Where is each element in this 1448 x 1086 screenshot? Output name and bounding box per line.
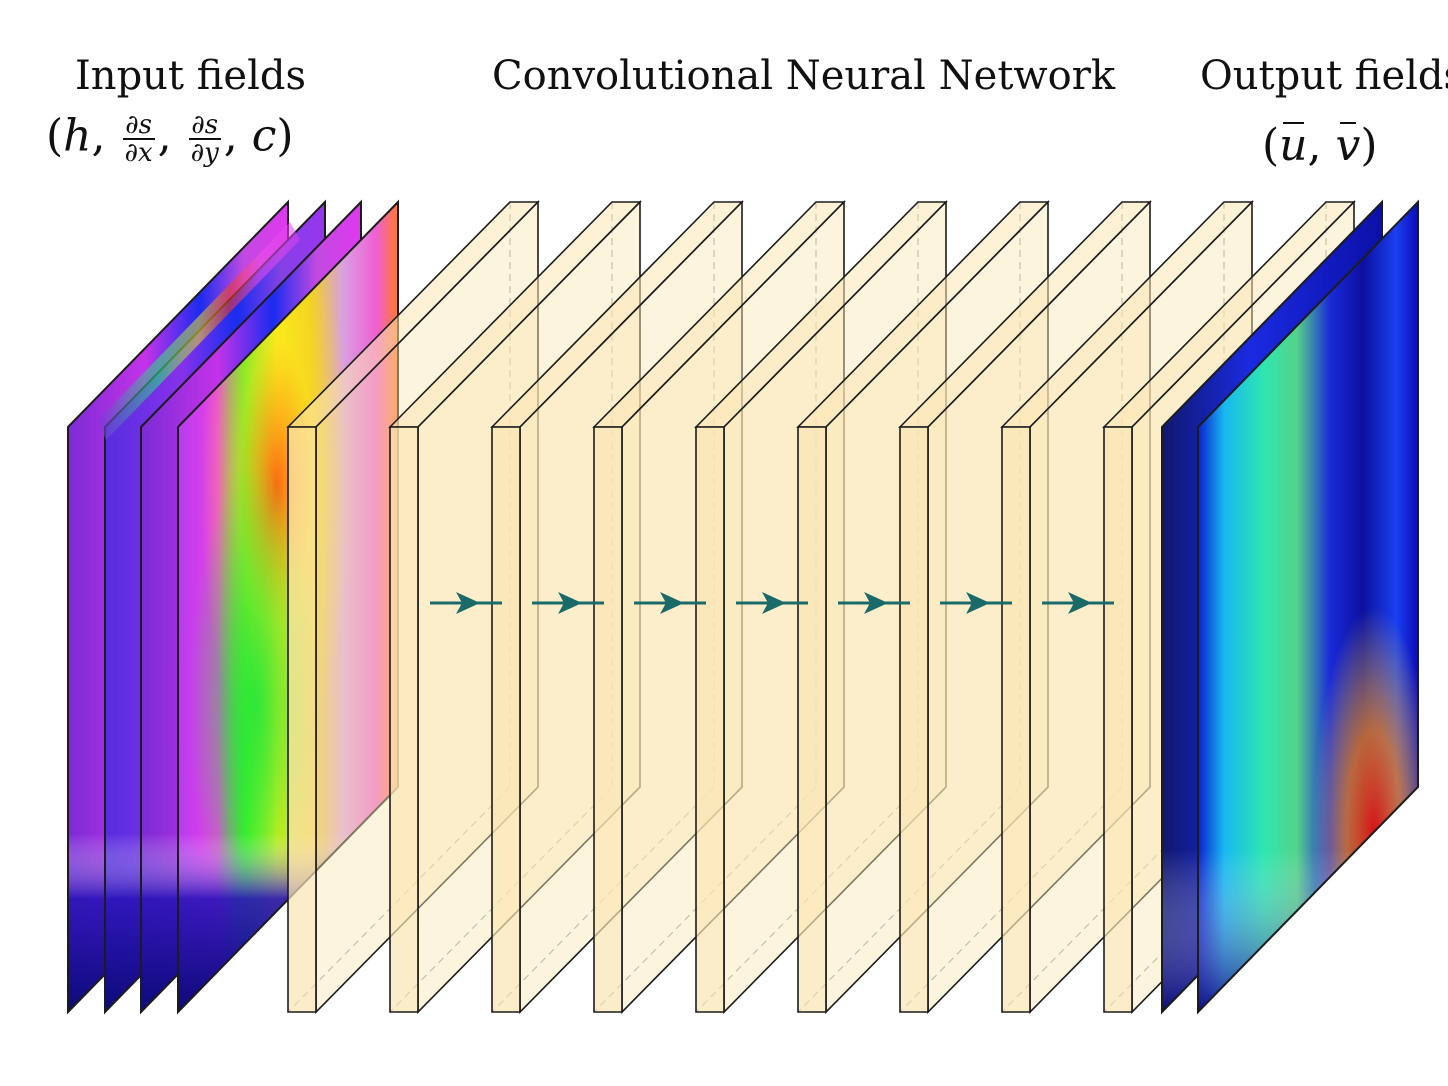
paren-open: ( xyxy=(46,110,64,162)
flow-arrow xyxy=(430,592,502,614)
comma: , xyxy=(223,110,238,162)
flow-arrow xyxy=(838,592,910,614)
flow-arrow xyxy=(634,592,706,614)
comma: , xyxy=(91,110,106,162)
flow-arrow xyxy=(1042,592,1114,614)
comma: , xyxy=(1307,120,1322,171)
paren-close: ) xyxy=(276,110,294,162)
symbol-h: h xyxy=(63,110,92,162)
cnn-layer xyxy=(796,200,1050,1014)
output-fields-stack xyxy=(1161,199,1419,1015)
fraction-ds-dx: ∂s ∂x xyxy=(122,110,155,168)
fraction-numerator: ∂s xyxy=(191,110,219,140)
cnn-layer xyxy=(694,200,948,1014)
output-fields-title: Output fields xyxy=(1200,53,1448,99)
fraction-ds-dy: ∂s ∂y xyxy=(188,110,221,168)
cnn-layer xyxy=(898,200,1152,1014)
fraction-denominator: ∂x xyxy=(122,138,155,168)
input-fields-formula: (h, ∂s ∂x , ∂s ∂y , c) xyxy=(46,112,294,166)
fraction-numerator: ∂s xyxy=(125,110,152,140)
cnn-layer xyxy=(286,200,540,1014)
comma: , xyxy=(157,110,172,162)
symbol-u-bar: u xyxy=(1279,120,1308,171)
output-fields-formula: (u, v) xyxy=(1262,120,1378,171)
cnn-layer xyxy=(592,200,846,1014)
paren-close: ) xyxy=(1360,120,1378,171)
symbol-c: c xyxy=(251,110,277,162)
flow-arrow xyxy=(736,592,808,614)
cnn-layer xyxy=(388,200,642,1014)
fraction-denominator: ∂y xyxy=(188,138,221,168)
cnn-layer xyxy=(490,200,744,1014)
input-fields-title: Input fields xyxy=(75,53,306,99)
cnn-title: Convolutional Neural Network xyxy=(492,53,1116,99)
paren-open: ( xyxy=(1262,120,1280,171)
symbol-v-bar: v xyxy=(1335,120,1361,171)
output-panel-vbar xyxy=(1197,199,1419,1015)
flow-arrow xyxy=(940,592,1012,614)
flow-arrow xyxy=(532,592,604,614)
